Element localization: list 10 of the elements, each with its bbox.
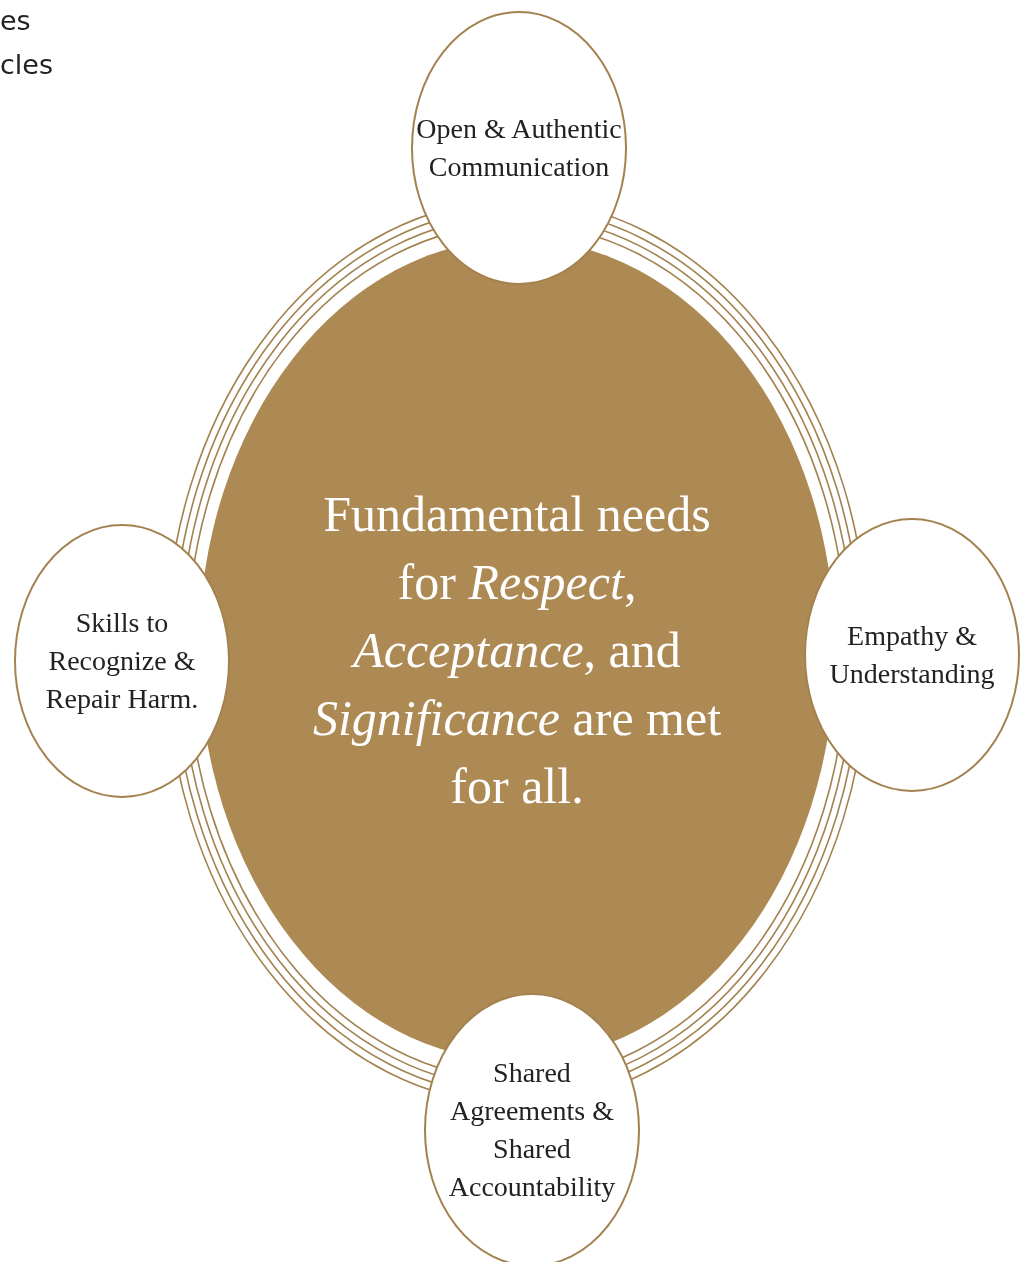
ellipse-node	[14, 524, 230, 798]
node-label: Open & Authentic Communication	[415, 112, 623, 184]
node-label: Shared Agreements & Shared Accountability	[447, 1056, 617, 1204]
ellipse-node	[804, 518, 1020, 792]
node-label: Empathy & Understanding	[828, 619, 996, 691]
ellipse-node	[411, 11, 627, 285]
node-label: Skills to Recognize & Repair Harm.	[44, 606, 200, 716]
text-fragment: es	[0, 5, 31, 36]
center-statement: Fundamental needs for Respect, Acceptance, and Significance are met for all.	[311, 485, 723, 816]
text-fragment: cles	[0, 49, 54, 80]
